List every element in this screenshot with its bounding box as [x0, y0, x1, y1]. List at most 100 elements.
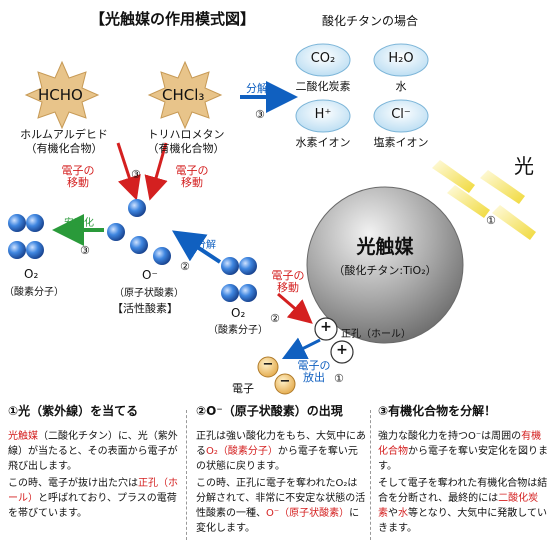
stabilize-label: 安定化 [64, 218, 94, 229]
atom [221, 284, 239, 302]
body-text: この時、正孔に電子を奪われたO₂は分解されて、非常に不安定な状態の活性酸素の一種… [196, 478, 366, 519]
h2o-bubble [373, 43, 429, 77]
explanation-column-2: ②O⁻（原子状酸素）の出現 正孔は強い酸化力をもち、大気中にあるO₂（酸素分子）… [196, 404, 366, 538]
hole-plus-1: + [320, 319, 332, 335]
o2-left-name: （酸素分子） [4, 287, 64, 298]
body-text: や [388, 508, 398, 519]
atom [26, 214, 44, 232]
body-text: と呼ばれており、プラスの電荷を帯びています。 [8, 493, 177, 519]
body-text: この時、電子が抜け出た穴は [8, 478, 138, 489]
o2-right-formula: O₂ [231, 306, 246, 320]
chcl3-name: トリハロメタン [147, 128, 225, 141]
electron-label: 電子 [232, 382, 254, 395]
step-1-bottom: ① [334, 372, 344, 385]
o2-right-name: （酸素分子） [208, 325, 268, 336]
explanation-heading: ②O⁻（原子状酸素）の出現 [196, 404, 343, 418]
hcho-formula: HCHO [38, 86, 83, 104]
page-title: 【光触媒の作用模式図】 [90, 10, 256, 28]
h-ion-bubble [295, 99, 351, 133]
step-2-mid: ② [180, 260, 190, 273]
atom [26, 241, 44, 259]
o-ion-formula: O⁻ [142, 268, 158, 282]
hcho-name: ホルムアルデヒド [20, 128, 108, 141]
decompose-label-mid: 分解 [196, 240, 216, 251]
step-2-right: ② [270, 312, 280, 325]
highlight-text: 水 [398, 508, 408, 519]
photocatalyst-sphere [306, 186, 464, 344]
explanation-paragraph: 正孔は強い酸化力をもち、大気中にあるO₂（酸素分子）から電子を奪い元の状態に戻り… [196, 429, 366, 474]
atom [107, 223, 125, 241]
column-divider [186, 410, 187, 540]
explanation-paragraph: そして電子を奪われた有機化合物は結合を分断され、最終的には二酸化炭素や水等となり… [378, 476, 548, 536]
atom [8, 214, 26, 232]
electron-arrow-o2 [277, 292, 313, 324]
atom [239, 257, 257, 275]
explanation-column-1: ①光（紫外線）を当てる 光触媒（二酸化チタン）に、光（紫外線）が当たると、その表… [8, 404, 178, 523]
step-1-light: ① [486, 214, 496, 227]
atom [130, 236, 148, 254]
electron-minus-2: − [279, 374, 291, 389]
highlight-text: 光触媒 [8, 431, 38, 442]
h2o-name: 水 [395, 80, 407, 93]
light-label: 光 [514, 154, 534, 178]
body-text: から電子を奪い元の状態に戻ります。 [196, 446, 358, 472]
hcho-star-badge [24, 60, 100, 130]
explanation-heading: ③有機化合物を分解！ [378, 404, 497, 418]
electron-circle-1 [257, 356, 279, 378]
decompose-label-top: 分解 [246, 82, 268, 95]
electron-release-label: 電子の 放出 [297, 359, 331, 384]
electron-arrow-chcl3 [144, 142, 168, 201]
h-ion-name: 水素イオン [295, 136, 351, 149]
h2o-formula: H₂O [388, 51, 414, 66]
explanation-paragraph: この時、電子が抜け出た穴は正孔（ホール）と呼ばれており、プラスの電荷を帯びていま… [8, 476, 178, 521]
active-oxygen-label: 【活性酸素】 [112, 302, 178, 315]
column-divider [370, 410, 371, 540]
body-text: 正孔は強い酸化力をもち、大気中にある [196, 431, 366, 457]
step-3-left: ③ [80, 244, 90, 257]
highlight-text: O₂（酸素分子） [206, 446, 278, 457]
body-text: 等となり、大気中に発散していきます。 [378, 508, 547, 534]
explanation-paragraph: この時、正孔に電子を奪われたO₂は分解されて、非常に不安定な状態の活性酸素の一種… [196, 476, 366, 536]
step-3-top: ③ [255, 108, 265, 121]
body-text: 強力な酸化力を持つO⁻は周囲の [378, 431, 522, 442]
highlight-text: 正孔（ホール） [8, 478, 178, 504]
body-text: から電子を奪い安定化を図ります。 [378, 446, 548, 472]
chcl3-star-badge [147, 60, 223, 130]
h-ion-formula: H⁺ [314, 107, 332, 122]
diagram-art [8, 43, 536, 395]
body-text: に変化します。 [196, 508, 360, 534]
cl-ion-name: 塩素イオン [373, 136, 429, 149]
catalyst-name: 光触媒 [356, 236, 414, 258]
highlight-text: O⁻（原子状酸素） [266, 508, 350, 519]
light-ray-3 [480, 170, 525, 204]
hcho-type: （有機化合物） [25, 142, 103, 155]
light-ray-2 [447, 185, 490, 218]
explanation-column-3: ③有機化合物を分解！ 強力な酸化力を持つO⁻は周囲の有機化合物から電子を奪い安定… [378, 404, 548, 538]
electron-move-label-left: 電子の 移動 [61, 164, 95, 189]
hole-circle-1 [314, 317, 338, 341]
electron-move-label-o2: 電子の 移動 [271, 269, 305, 294]
chcl3-formula: CHCl₃ [162, 86, 205, 104]
atom [239, 284, 257, 302]
cl-ion-bubble [373, 99, 429, 133]
electron-move-label-right: 電子の 移動 [175, 164, 209, 189]
atom [153, 247, 171, 265]
highlight-text: 二酸化炭素 [378, 493, 539, 519]
hole-plus-2: + [336, 342, 348, 358]
atom [221, 257, 239, 275]
explanation-paragraph: 光触媒（二酸化チタン）に、光（紫外線）が当たると、その表面から電子が飛び出します… [8, 429, 178, 474]
hole-label: 正孔（ホール） [341, 329, 411, 340]
co2-bubble [295, 43, 351, 77]
atom [128, 199, 146, 217]
step-3-mid: ③ [131, 168, 141, 181]
hole-circle-2 [330, 340, 354, 364]
catalyst-detail: （酸化チタン:TiO₂） [333, 264, 437, 277]
explanation-paragraph: 強力な酸化力を持つO⁻は周囲の有機化合物から電子を奪い安定化を図ります。 [378, 429, 548, 474]
body-text: そして電子を奪われた有機化合物は結合を分断され、最終的には [378, 478, 548, 504]
o-ion-name: （原子状酸素） [114, 288, 184, 299]
page-subtitle: 酸化チタンの場合 [322, 14, 419, 28]
cl-ion-formula: Cl⁻ [391, 107, 411, 122]
o2-left-formula: O₂ [24, 267, 39, 281]
highlight-text: 有機化合物 [378, 431, 542, 457]
